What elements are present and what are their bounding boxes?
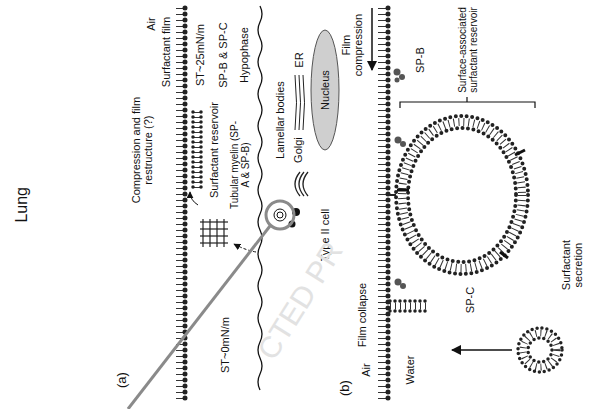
secreted-vesicle [518, 328, 562, 372]
medium-label: Water [404, 356, 416, 385]
process-label: Film compression [340, 10, 364, 80]
er-symbol [295, 75, 305, 130]
process-note: Compression and film restructure (?) [130, 90, 154, 210]
reservoir-label: Surface-associated surfactant reservoir [457, 4, 479, 96]
organelle-label: ER [292, 52, 304, 67]
tension-value: ST~25mN/m [194, 24, 206, 86]
lamellar-body-symbol [266, 201, 300, 229]
figure-title: Lung [13, 187, 31, 223]
process-label: Film collapse [356, 283, 368, 347]
collapse-fold [390, 301, 426, 311]
transport-arrow [190, 192, 198, 205]
medium-label: Air [359, 363, 371, 376]
tubular-myelin-lattice [200, 219, 228, 247]
nucleus-shape [311, 30, 339, 150]
protein-label: SP-B [414, 47, 426, 73]
protein-label: SP-B & SP-C [216, 22, 228, 87]
process-label: Surfactant secretion [560, 225, 584, 305]
organelle-label: Golgi [292, 137, 304, 163]
protein-label: SP-C [464, 287, 476, 313]
sp-c-protein [397, 150, 525, 258]
region-label: Hypophase [238, 27, 250, 83]
reservoir-label: Surfactant reservoir [208, 102, 220, 198]
zoom-line [128, 226, 270, 409]
panel-letter: (b) [338, 380, 352, 396]
reservoir-multilayer [193, 112, 201, 188]
watermark: CTED PR [251, 235, 349, 364]
reservoir-bracket [400, 97, 535, 108]
film-label: Surfactant film [160, 17, 172, 87]
golgi-symbol [295, 172, 308, 196]
reservoir-bilayer [390, 116, 528, 274]
tension-value: ST~0mN/m [219, 317, 231, 373]
organelle-label: Nucleus [319, 70, 331, 110]
secretion-arrow [452, 349, 512, 351]
compression-arrow [371, 8, 373, 70]
organelle-label: Lamellar bodies [274, 81, 286, 159]
panel-letter: (a) [115, 372, 129, 388]
medium-label: Air [144, 17, 156, 30]
monolayer-film [382, 8, 388, 402]
structure-label: Tubular myelin (SP-A & SP-B) [229, 120, 251, 210]
